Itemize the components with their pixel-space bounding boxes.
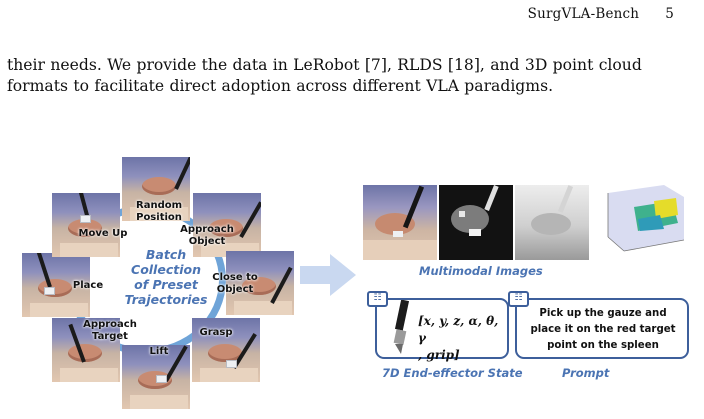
label-approach-object: Approach Object (180, 224, 234, 247)
label-place: Place (72, 280, 104, 291)
running-head: SurgVLA-Bench 5 (528, 6, 674, 22)
checklist-icon: ☷ (367, 291, 388, 307)
surgical-tool-icon (393, 300, 410, 354)
depth-image (515, 185, 589, 260)
thumbnail-move-up (52, 193, 120, 257)
label-grasp: Grasp (199, 327, 233, 338)
thumbnail-close-to-object (226, 251, 294, 315)
thumbnail-approach-target (52, 318, 120, 382)
state-formula: [x, y, z, α, θ, γ , grip] (418, 314, 499, 362)
prompt-box (515, 298, 689, 359)
running-title: SurgVLA-Bench (527, 6, 640, 22)
label-close-to-object: Close to Object (212, 272, 258, 295)
label-move-up: Move Up (78, 228, 128, 239)
label-random-position: Random Position (136, 200, 183, 223)
checklist-icon: ☷ (508, 291, 529, 307)
thumbnail-random-position (122, 157, 190, 221)
point-cloud-image (594, 185, 688, 260)
rgb-image (363, 185, 437, 260)
body-paragraph: their needs. We provide the data in LeRo… (7, 56, 642, 95)
thumbnail-lift (122, 345, 190, 409)
cycle-center-text: Batch Collection of Preset Trajectories (124, 247, 208, 307)
state-caption: 7D End-effector State (382, 366, 523, 380)
prompt-text: Pick up the gauze and place it on the re… (530, 308, 676, 351)
segmentation-image (439, 185, 513, 260)
label-approach-target: Approach Target (83, 319, 137, 342)
right-arrow-icon (300, 254, 356, 296)
label-lift: Lift (149, 346, 169, 357)
thumbnail-place (22, 253, 90, 317)
multimodal-caption: Multimodal Images (419, 264, 543, 278)
prompt-caption: Prompt (562, 366, 610, 380)
page-number: 5 (665, 6, 674, 22)
thumbnail-grasp (192, 318, 260, 382)
